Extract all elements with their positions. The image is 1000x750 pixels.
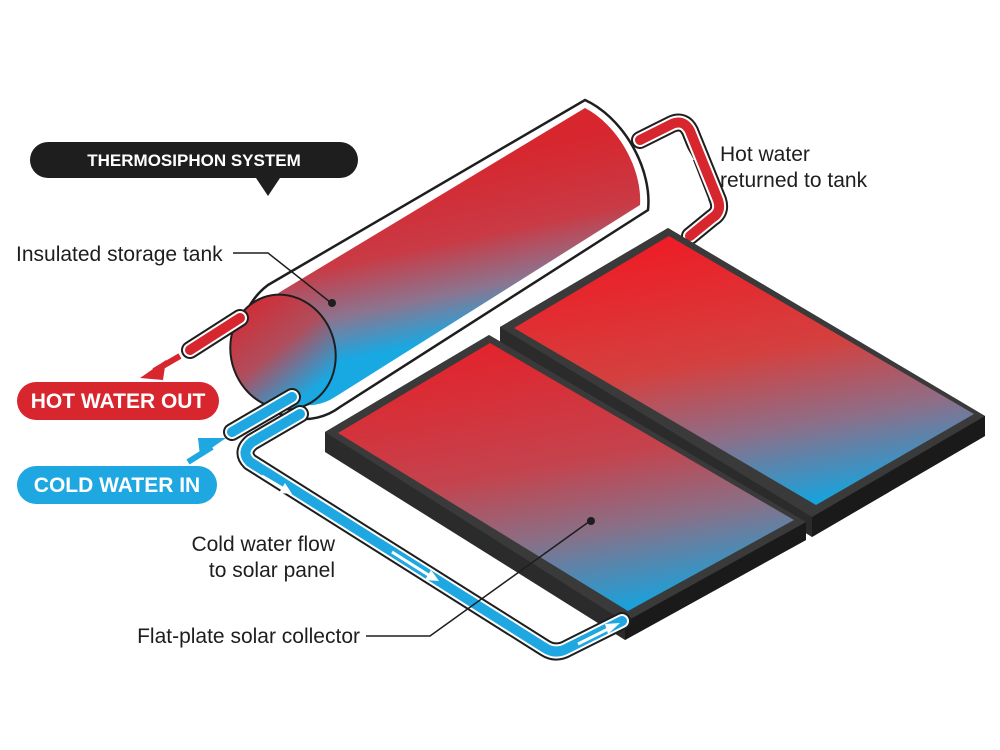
solar-collector-front: [325, 335, 806, 640]
solar-collector-back: [500, 228, 985, 537]
tank-callout-dot: [328, 299, 336, 307]
flow-arrows-icon: [261, 474, 620, 646]
hot-out-pipe: [140, 309, 249, 380]
hot-water-out-text: HOT WATER OUT: [31, 390, 206, 413]
tank-label: Insulated storage tank: [16, 243, 223, 266]
storage-tank: [229, 98, 650, 421]
cold-flow-label-line2: to solar panel: [209, 559, 335, 582]
callout-lines: [233, 252, 591, 637]
hot-return-label-line2: returned to tank: [720, 169, 868, 192]
cold-water-in-text: COLD WATER IN: [34, 474, 200, 497]
collector-callout-dot: [587, 517, 595, 525]
collector-label: Flat-plate solar collector: [137, 625, 360, 648]
diagram-title: THERMOSIPHON SYSTEM: [87, 151, 300, 170]
hot-water-out-badge: HOT WATER OUT: [17, 382, 219, 420]
cold-in-arrow-icon: [198, 438, 226, 456]
cold-water-in-badge: COLD WATER IN: [17, 466, 217, 504]
hot-return-pipe: [631, 113, 729, 245]
cold-flow-label-line1: Cold water flow: [191, 533, 335, 556]
hot-return-label-line1: Hot water: [720, 143, 810, 166]
title-banner: THERMOSIPHON SYSTEM: [30, 142, 358, 196]
flow-arrow-icon: [684, 146, 694, 160]
hot-out-arrow-icon: [140, 360, 166, 380]
cold-pipes: [186, 388, 631, 661]
